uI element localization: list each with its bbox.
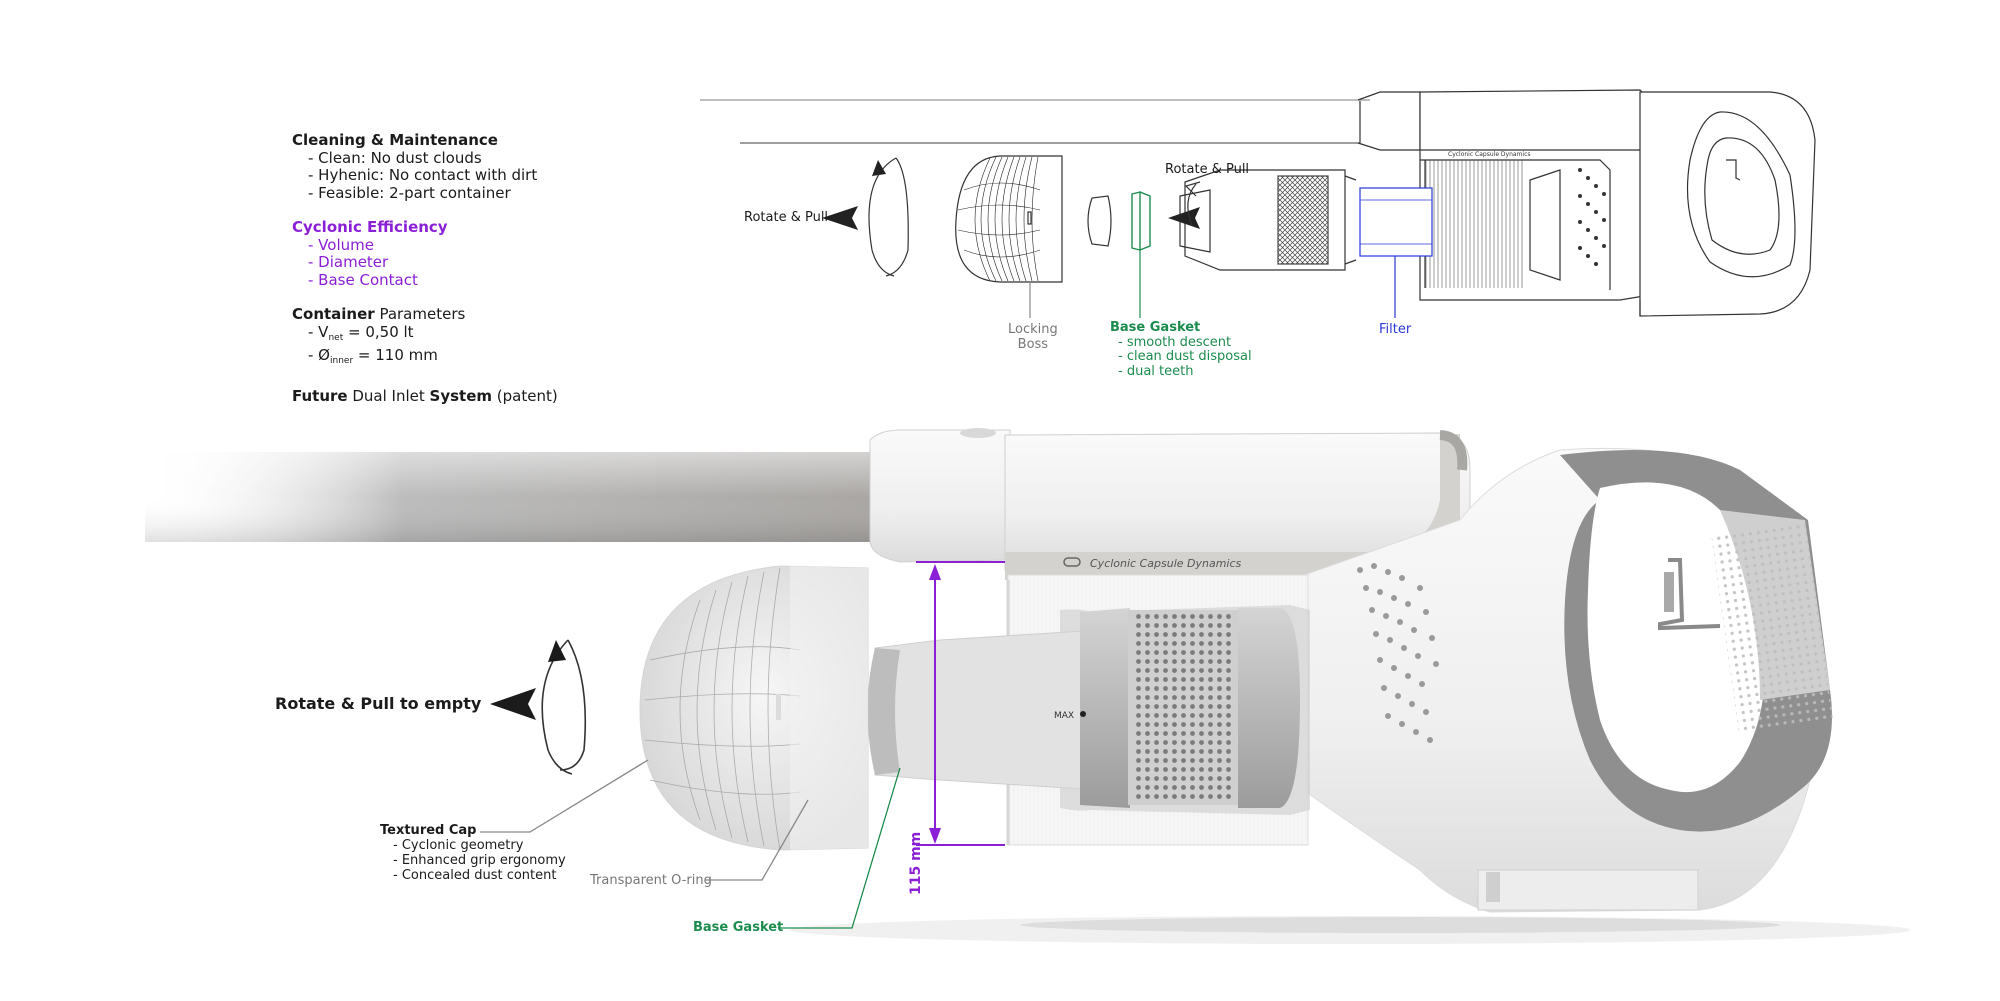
cleaning-item: - Feasible: 2-part container bbox=[308, 183, 511, 202]
cleaning-title: Cleaning & Maintenance bbox=[292, 131, 498, 149]
o-ring-label: Transparent O-ring bbox=[590, 873, 712, 888]
container-section: Container Parameters - Vnet = 0,50 lt - … bbox=[292, 305, 558, 371]
leader-lines bbox=[480, 759, 901, 929]
future-word: (patent) bbox=[492, 386, 558, 405]
diameter-value: = 110 mm bbox=[353, 346, 438, 364]
inner-cyclone bbox=[867, 605, 1310, 815]
top-brand-text: Cyclonic Capsule Dynamics bbox=[1448, 151, 1531, 158]
diameter-subscript: inner bbox=[330, 356, 354, 366]
future-word: System bbox=[429, 386, 493, 405]
top-rotate-pull-label-left: Rotate & Pull bbox=[744, 210, 829, 225]
top-base-gasket-item: - dual teeth bbox=[1118, 363, 1194, 379]
volume-param: - Vnet = 0,50 lt bbox=[292, 322, 558, 348]
top-rotate-pull-label-right: Rotate & Pull bbox=[1165, 162, 1250, 177]
container-title: Container Parameters bbox=[292, 305, 558, 324]
locking-boss-line: Locking bbox=[1008, 322, 1058, 337]
future-word: Dual Inlet bbox=[347, 386, 430, 405]
textured-cap-label: Textured Cap - Cyclonic geometry - Enhan… bbox=[380, 823, 566, 883]
volume-subscript: net bbox=[328, 332, 344, 343]
top-line-drawing bbox=[700, 89, 1816, 318]
main-rotate-pull-arrow bbox=[490, 639, 620, 775]
rotate-pull-empty-label: Rotate & Pull to empty bbox=[275, 694, 482, 713]
textured-cap-item: - Concealed dust content bbox=[393, 868, 557, 883]
wand-tube bbox=[145, 452, 880, 542]
textured-cap-title: Textured Cap bbox=[380, 823, 477, 838]
cap-ribs bbox=[644, 567, 801, 851]
efficiency-title: Cyclonic Efficiency bbox=[292, 218, 448, 236]
main-base-gasket-label: Base Gasket bbox=[693, 920, 784, 935]
cleaning-item: - Hyhenic: No contact with dirt bbox=[308, 166, 538, 184]
textured-cap-item: - Enhanced grip ergonomy bbox=[393, 853, 566, 868]
diameter-param: - Øinner = 110 mm bbox=[292, 346, 558, 371]
efficiency-item: - Diameter bbox=[308, 253, 389, 271]
container-title-rest: Parameters bbox=[374, 305, 466, 323]
filter-label: Filter bbox=[1379, 322, 1412, 337]
top-base-gasket-label: Base Gasket - smooth descent - clean dus… bbox=[1110, 320, 1252, 379]
diameter-symbol: - Ø bbox=[308, 346, 330, 364]
container-title-bold: Container bbox=[292, 305, 375, 323]
textured-cap-item: - Cyclonic geometry bbox=[393, 838, 524, 853]
textured-cap bbox=[639, 565, 869, 851]
top-base-gasket-item: - clean dust disposal bbox=[1118, 349, 1252, 364]
handle bbox=[1560, 450, 1834, 832]
max-dot bbox=[1080, 711, 1086, 717]
feature-notes: Cleaning & Maintenance - Clean: No dust … bbox=[292, 131, 558, 406]
volume-value: = 0,50 lt bbox=[343, 322, 414, 341]
future-word: Future bbox=[292, 386, 348, 405]
efficiency-section: Cyclonic Efficiency - Volume - Diameter … bbox=[292, 218, 558, 289]
volume-symbol: - V bbox=[308, 322, 329, 341]
efficiency-item: - Base Contact bbox=[308, 270, 418, 289]
top-base-gasket-item: - smooth descent bbox=[1118, 334, 1232, 350]
top-rotate-pull-arrow-right bbox=[1168, 181, 1225, 229]
dimension-line bbox=[916, 561, 1005, 846]
future-section: Future Dual Inlet System (patent) bbox=[292, 386, 558, 406]
top-rotate-pull-arrow-left bbox=[822, 157, 935, 277]
max-label: MAX bbox=[1054, 711, 1074, 721]
top-cap-hatching bbox=[957, 156, 1041, 282]
locking-boss-line: Boss bbox=[1017, 337, 1049, 352]
cleaning-section: Cleaning & Maintenance - Clean: No dust … bbox=[292, 131, 558, 202]
top-base-gasket-title: Base Gasket bbox=[1110, 320, 1201, 335]
cleaning-item: - Clean: No dust clouds bbox=[308, 148, 482, 167]
brand-text: Cyclonic Capsule Dynamics bbox=[1090, 557, 1242, 570]
body-grille bbox=[1357, 563, 1439, 743]
top-grille-dots bbox=[1578, 168, 1606, 266]
efficiency-item: - Volume bbox=[308, 235, 374, 254]
dimension-label: 115 mm bbox=[908, 831, 924, 895]
locking-boss-label: Locking Boss bbox=[1008, 322, 1058, 352]
